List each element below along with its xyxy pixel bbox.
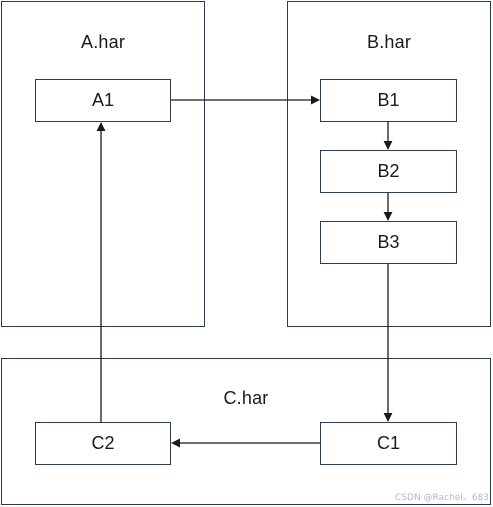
node-b1: B1 <box>320 79 457 122</box>
node-c2: C2 <box>35 422 171 465</box>
node-b3: B3 <box>320 221 457 264</box>
node-c1: C1 <box>320 422 457 465</box>
watermark: CSDN @Rachel、683 <box>395 493 489 503</box>
a-har-label: A.har <box>80 32 126 52</box>
c-har-label: C.har <box>223 388 269 408</box>
b-har-label: B.har <box>366 32 412 52</box>
node-b2: B2 <box>320 150 457 193</box>
node-a1: A1 <box>35 79 171 122</box>
a-har-container: A.har <box>1 1 205 327</box>
